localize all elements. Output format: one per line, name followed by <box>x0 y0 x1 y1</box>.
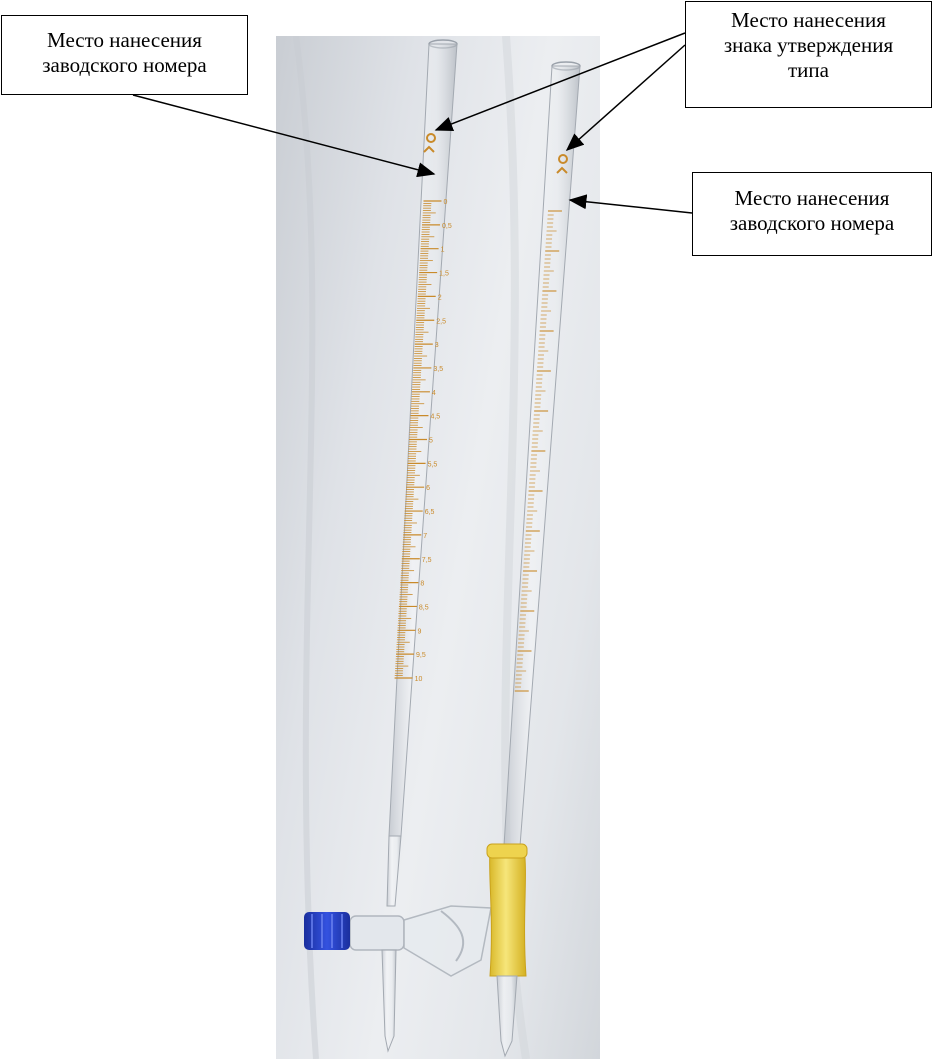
label-line: типа <box>788 58 829 82</box>
label-line: Место нанесения <box>731 8 886 32</box>
scale-label: 0 <box>443 199 447 206</box>
scale-label: 1,5 <box>439 271 449 278</box>
scale-label: 7,5 <box>422 557 432 564</box>
scale-label: 0,5 <box>442 223 452 230</box>
scale-label: 5,5 <box>428 461 438 468</box>
scale-label: 2 <box>438 294 442 301</box>
scale-label: 9 <box>417 628 421 635</box>
scale-label: 8,5 <box>419 604 429 611</box>
scale-label: 10 <box>415 676 423 683</box>
type-approval-label: Место нанесения знака утверждения типа <box>685 1 932 108</box>
scale-label: 7 <box>423 533 427 540</box>
scale-label: 2,5 <box>436 318 446 325</box>
scale-label: 3 <box>435 342 439 349</box>
serial-number-label-right: Место нанесения заводского номера <box>692 172 932 256</box>
scale-label: 3,5 <box>433 366 443 373</box>
scale-label: 6 <box>426 485 430 492</box>
burettes-photo: 0 0,5 1 1,5 2 2,5 3 3,5 4 4,5 5 5,5 6 6,5 7 7,5 8 8,5 9 9,5… <box>276 36 600 1059</box>
scale-label: 5 <box>429 438 433 445</box>
scale-label: 4 <box>432 390 436 397</box>
stopcock-cap <box>304 912 350 950</box>
scale-label: 8 <box>420 581 424 588</box>
scale-label: 6,5 <box>425 509 435 516</box>
scale-label: 4,5 <box>430 414 440 421</box>
serial-number-label-left: Место нанесения заводского номера <box>1 15 248 95</box>
rubber-tube <box>489 847 527 977</box>
left-burette: 0 0,5 1 1,5 2 2,5 3 3,5 4 4,5 5 5,5 6 6,5 7 7,5 8 8,5 9 9,5… <box>304 39 492 1053</box>
label-line: знака утверждения <box>723 33 894 57</box>
label-line: заводского номера <box>42 53 207 77</box>
scale-label: 9,5 <box>416 652 426 659</box>
left-scale-ticks: 0 0,5 1 1,5 2 2,5 3 3,5 4 4,5 5 5,5 6 6,5 7 7,5 8 8,5 9 9,5… <box>394 199 452 683</box>
label-line: заводского номера <box>729 211 895 235</box>
scale-label: 1 <box>441 247 445 254</box>
label-line: Место нанесения <box>47 28 202 52</box>
label-line: Место нанесения <box>734 186 890 210</box>
burettes-illustration: 0 0,5 1 1,5 2 2,5 3 3,5 4 4,5 5 5,5 6 6,5 7 7,5 8 8,5 9 9,5… <box>293 36 581 1059</box>
right-scale-ticks <box>514 210 562 692</box>
right-burette <box>486 61 581 1058</box>
